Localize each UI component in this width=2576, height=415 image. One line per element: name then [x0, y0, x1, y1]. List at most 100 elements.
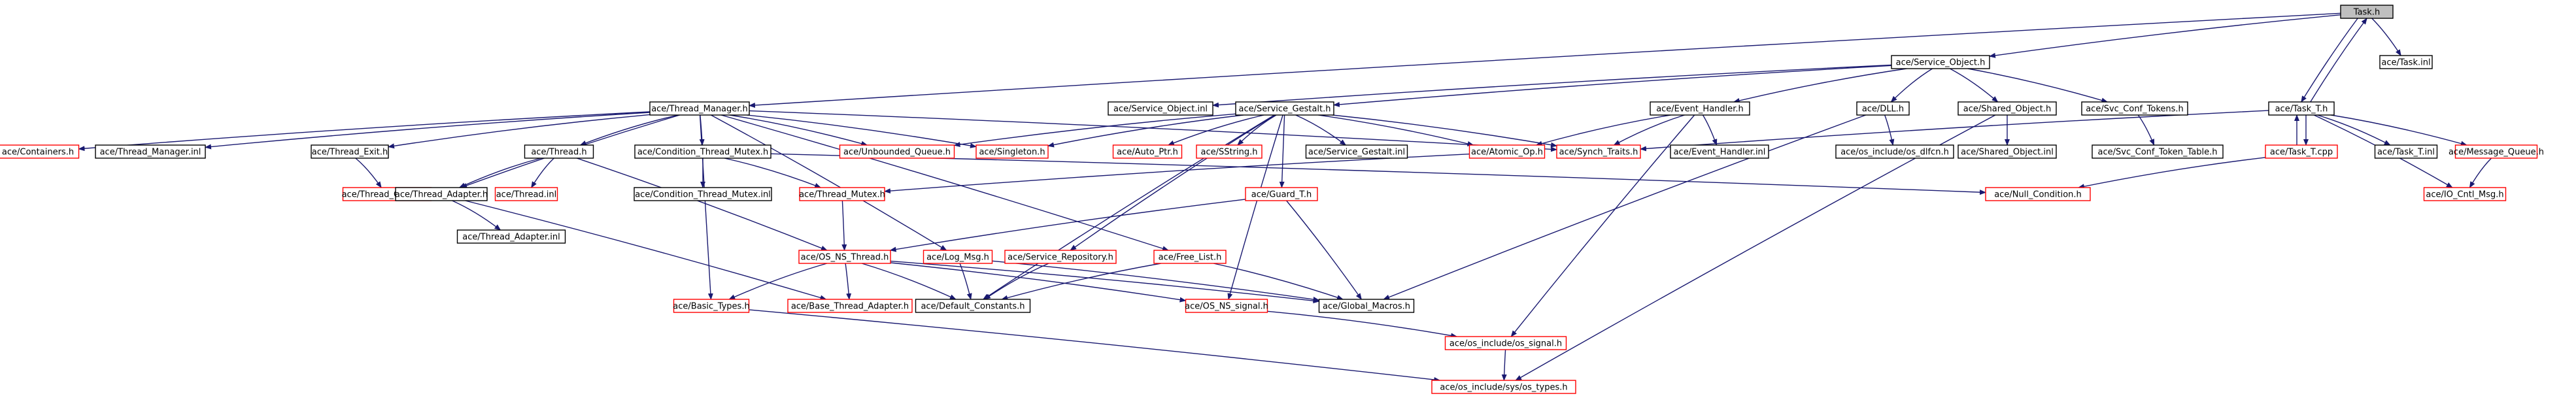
node-thread_h[interactable]: ace/Thread.h [524, 144, 594, 159]
node-message_queue_h[interactable]: ace/Message_Queue.h [2449, 144, 2544, 159]
node-label: ace/os_include/os_dlfcn.h [1840, 148, 1949, 158]
node-unbounded_queue_h[interactable]: ace/Unbounded_Queue.h [839, 144, 955, 159]
node-auto_ptr_h[interactable]: ace/Auto_Ptr.h [1112, 144, 1183, 159]
node-label: ace/SString.h [1201, 148, 1258, 158]
node-thread_manager_h[interactable]: ace/Thread_Manager.h [649, 101, 750, 116]
node-condition_thread_mutex_inl[interactable]: ace/Condition_Thread_Mutex.inl [634, 187, 772, 201]
edge-os_ns_signal_h-to-os_signal_h [1267, 310, 1458, 339]
node-synch_traits_h[interactable]: ace/Synch_Traits.h [1556, 144, 1641, 159]
node-box [2340, 5, 2394, 19]
edge-event_handler_h-to-atomic_op_h [1535, 114, 1671, 146]
node-thread_exit_h[interactable]: ace/Thread_Exit.h [311, 144, 389, 159]
node-free_list_h[interactable]: ace/Free_List.h [1153, 250, 1227, 264]
edge-task_t_h-to-task_t_inl [2316, 114, 2391, 146]
node-task_t_cpp[interactable]: ace/Task_T.cpp [2265, 144, 2338, 159]
edge-os_ns_thread_h-to-global_macros_h [890, 260, 1320, 304]
node-box [1245, 187, 1318, 201]
node-os_ns_thread_h[interactable]: ace/OS_NS_Thread.h [798, 250, 891, 264]
node-guard_t_h[interactable]: ace/Guard_T.h [1245, 187, 1318, 201]
node-thread_inl[interactable]: ace/Thread.inl [494, 187, 558, 201]
edge-service_gestalt_h-to-service_gestalt_inl [1295, 114, 1347, 146]
edge-thread_manager_h-to-containers_h [78, 111, 651, 152]
edge-dll_h-to-global_macros_h [1383, 114, 1867, 300]
node-service_gestalt_h[interactable]: ace/Service_Gestalt.h [1235, 101, 1334, 116]
node-label: ace/Thread_Manager.h [651, 105, 748, 114]
node-null_condition_h[interactable]: ace/Null_Condition.h [1985, 187, 2091, 201]
node-box [395, 187, 488, 201]
edge-task_h-to-thread_manager_h [749, 12, 2341, 108]
edge-task_h-to-task_t_h [2301, 18, 2358, 103]
node-box [634, 144, 771, 159]
node-label: ace/Null_Condition.h [1994, 190, 2082, 200]
edge-free_list_h-to-default_constants_h [1001, 263, 1161, 301]
edge-condition_thread_mutex_h-to-thread_mutex_h [724, 158, 822, 188]
node-singleton_h[interactable]: ace/Singleton.h [975, 144, 1049, 159]
edge-log_msg_h-to-global_macros_h [992, 260, 1320, 302]
edge-thread_manager_h-to-log_msg_h [711, 114, 947, 251]
node-box [839, 144, 955, 159]
node-os_dlfcn_h[interactable]: ace/os_include/os_dlfcn.h [1835, 144, 1954, 159]
node-shared_object_inl[interactable]: ace/Shared_Object.inl [1957, 144, 2057, 159]
node-thread_adapter_inl[interactable]: ace/Thread_Adapter.inl [456, 229, 566, 244]
edge-thread_manager_h-to-thread_exit_h [388, 114, 651, 149]
node-default_constants_h[interactable]: ace/Default_Constants.h [915, 299, 1031, 313]
node-sstring_h[interactable]: ace/SString.h [1196, 144, 1263, 159]
edge-thread_manager_h-to-basic_types_h [699, 114, 713, 300]
node-box [456, 229, 566, 244]
node-os_types_h[interactable]: ace/os_include/sys/os_types.h [1431, 380, 1576, 394]
node-os_signal_h[interactable]: ace/os_include/os_signal.h [1444, 336, 1567, 350]
node-basic_types_h[interactable]: ace/Basic_Types.h [673, 299, 750, 313]
edge-event_handler_h-to-os_signal_h [1510, 114, 1695, 337]
node-thread_manager_inl[interactable]: ace/Thread_Manager.inl [95, 144, 206, 159]
node-thread_adapter_h[interactable]: ace/Thread_Adapter.h [395, 187, 488, 201]
node-service_object_h[interactable]: ace/Service_Object.h [1891, 55, 1990, 69]
node-label: ace/Unbounded_Queue.h [843, 148, 951, 158]
node-label: ace/Thread_Manager.inl [100, 148, 201, 158]
node-svc_conf_token_table_h[interactable]: ace/Svc_Conf_Token_Table.h [2092, 144, 2224, 159]
node-atomic_op_h[interactable]: ace/Atomic_Op.h [1468, 144, 1546, 159]
edge-free_list_h-to-global_macros_h [1213, 263, 1344, 300]
node-box [1318, 299, 1415, 313]
node-global_macros_h[interactable]: ace/Global_Macros.h [1318, 299, 1415, 313]
node-dll_h[interactable]: ace/DLL.h [1856, 101, 1910, 116]
node-event_handler_inl[interactable]: ace/Event_Handler.inl [1670, 144, 1769, 159]
node-box [1305, 144, 1408, 159]
edge-service_gestalt_h-to-atomic_op_h [1318, 114, 1474, 146]
node-os_ns_signal_h[interactable]: ace/OS_NS_signal.h [1185, 299, 1268, 313]
node-service_gestalt_inl[interactable]: ace/Service_Gestalt.inl [1305, 144, 1408, 159]
node-task_t_h[interactable]: ace/Task_T.h [2268, 101, 2335, 116]
node-box [2265, 144, 2338, 159]
node-label: ace/Shared_Object.inl [1961, 148, 2054, 158]
node-condition_thread_mutex_h[interactable]: ace/Condition_Thread_Mutex.h [634, 144, 771, 159]
node-box [1650, 101, 1750, 116]
node-label: ace/Condition_Thread_Mutex.inl [635, 190, 771, 200]
node-box [2423, 187, 2507, 201]
node-thread_mutex_h[interactable]: ace/Thread_Mutex.h [799, 187, 885, 201]
node-box [1196, 144, 1263, 159]
node-box [975, 144, 1049, 159]
edge-thread_manager_h-to-synch_traits_h [749, 110, 1557, 152]
node-label: ace/Task_T.h [2275, 105, 2328, 114]
node-task_t_inl[interactable]: ace/Task_T.inl [2374, 144, 2438, 159]
node-box [2454, 144, 2538, 159]
node-task_inl[interactable]: ace/Task.inl [2379, 55, 2433, 69]
node-containers_h[interactable]: ace/Containers.h [0, 144, 80, 159]
node-label: ace/Service_Object.inl [1113, 105, 1208, 114]
node-shared_object_h[interactable]: ace/Shared_Object.h [1957, 101, 2057, 116]
node-base_thread_adapter_h[interactable]: ace/Base_Thread_Adapter.h [787, 299, 913, 313]
edge-service_object_h-to-service_gestalt_h [1333, 65, 1892, 107]
node-label: ace/IO_Cntl_Msg.h [2426, 190, 2503, 200]
node-event_handler_h[interactable]: ace/Event_Handler.h [1650, 101, 1750, 116]
node-box [2081, 101, 2188, 116]
node-io_cntl_msg_h[interactable]: ace/IO_Cntl_Msg.h [2423, 187, 2507, 201]
edge-basic_types_h-to-os_types_h [749, 309, 1441, 382]
node-label: ace/Thread_Adapter.inl [462, 233, 560, 242]
edge-service_gestalt_h-to-os_ns_signal_h [1227, 114, 1283, 300]
node-service_object_inl[interactable]: ace/Service_Object.inl [1108, 101, 1213, 116]
node-svc_conf_tokens_h[interactable]: ace/Svc_Conf_Tokens.h [2081, 101, 2188, 116]
edge-event_handler_h-to-synch_traits_h [1613, 114, 1685, 146]
node-service_repository_h[interactable]: ace/Service_Repository.h [1004, 250, 1117, 264]
node-log_msg_h[interactable]: ace/Log_Msg.h [923, 250, 993, 264]
edge-service_repository_h-to-default_constants_h [984, 263, 1049, 300]
node-box [787, 299, 913, 313]
